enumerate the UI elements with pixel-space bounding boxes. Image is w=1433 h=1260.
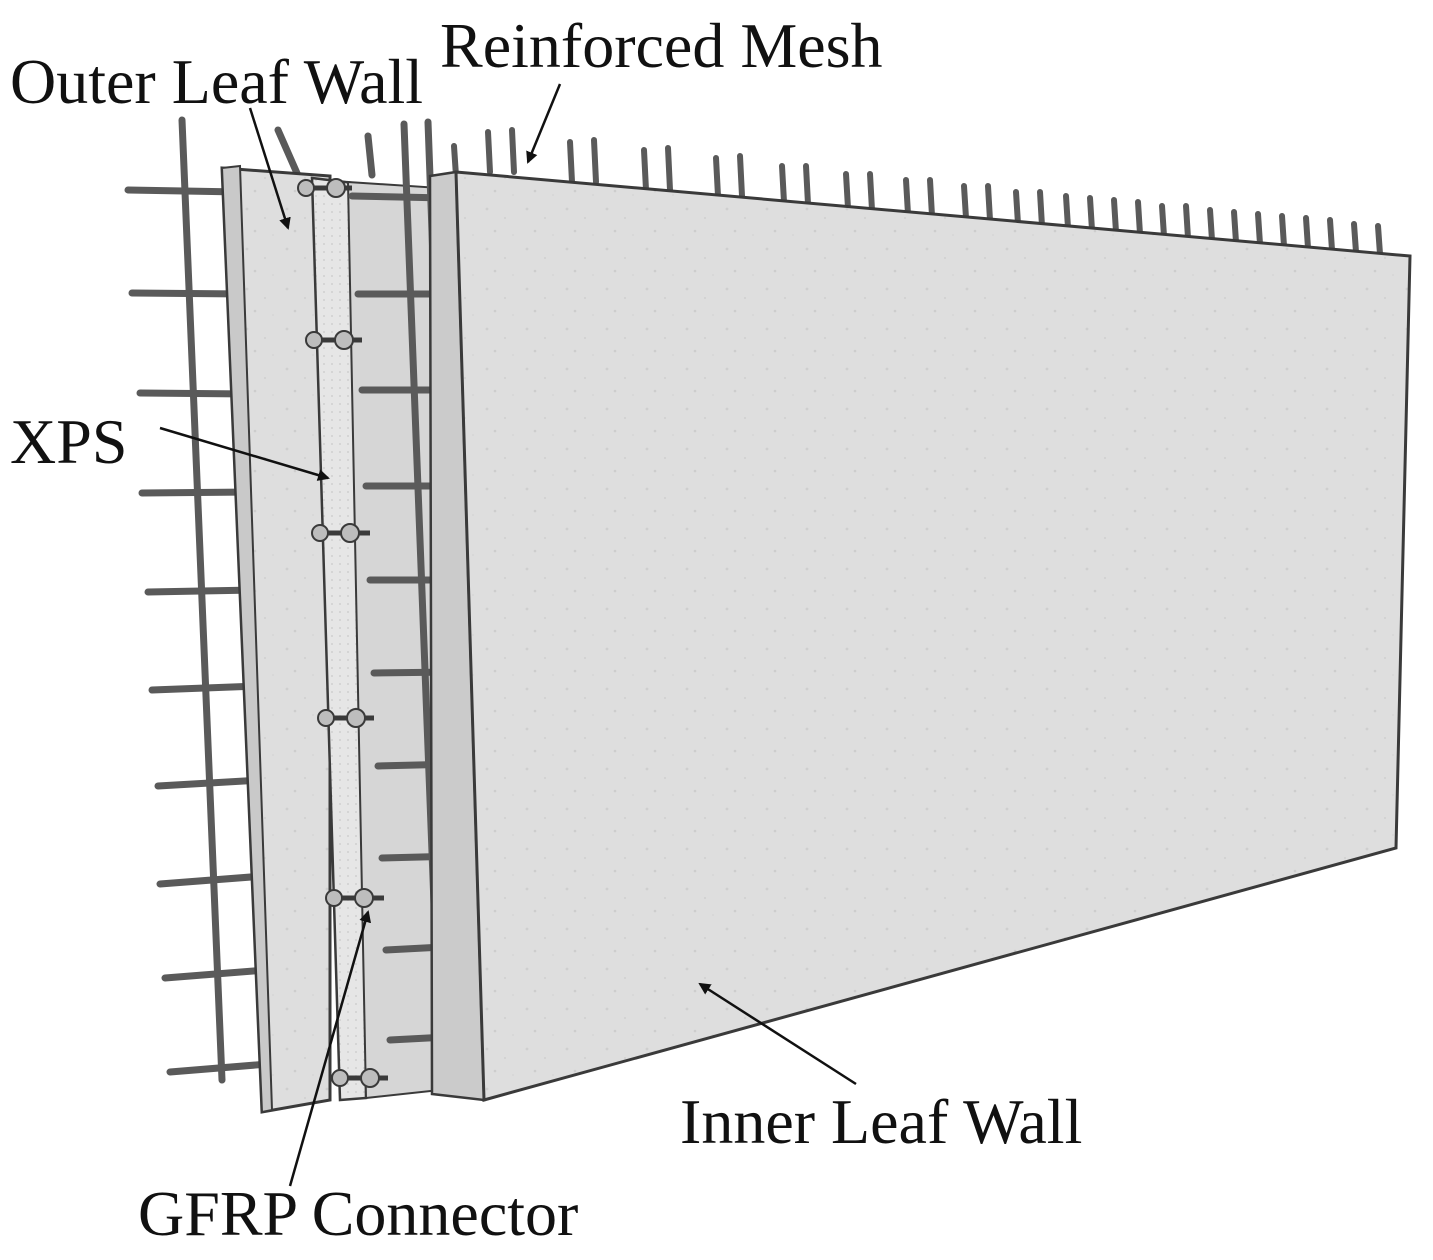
xps-label: XPS [10,406,128,477]
leader-arrows [159,83,857,1187]
inner-leaf-wall-label: Inner Leaf Wall [680,1086,1083,1157]
arrow-outer-leaf-wall [248,107,291,230]
gfrp-connector [297,178,352,198]
outer-mesh-vertical-bars [178,116,304,1084]
gfrp-connectors [297,178,388,1088]
outer-mesh-horizontal-bars [124,186,272,1076]
inner-leaf-wall [428,170,1412,1102]
reinforced-mesh-label: Reinforced Mesh [440,10,883,81]
gfrp-connector [331,1068,388,1088]
arrow-reinforced-mesh [526,83,562,164]
outer-leaf-wall-label: Outer Leaf Wall [10,46,424,117]
outer-leaf-wall [220,164,332,1114]
inner-mesh-top-bars [451,127,1383,257]
arrow-gfrp-connector [288,910,372,1187]
gfrp-connector [311,523,370,543]
gfrp-connector [325,888,384,908]
arrow-xps [159,426,330,481]
gfrp-connector-label: GFRP Connector [138,1178,579,1249]
arrow-inner-leaf-wall [698,982,857,1086]
gfrp-connector [305,330,362,350]
gfrp-connector [317,708,374,728]
